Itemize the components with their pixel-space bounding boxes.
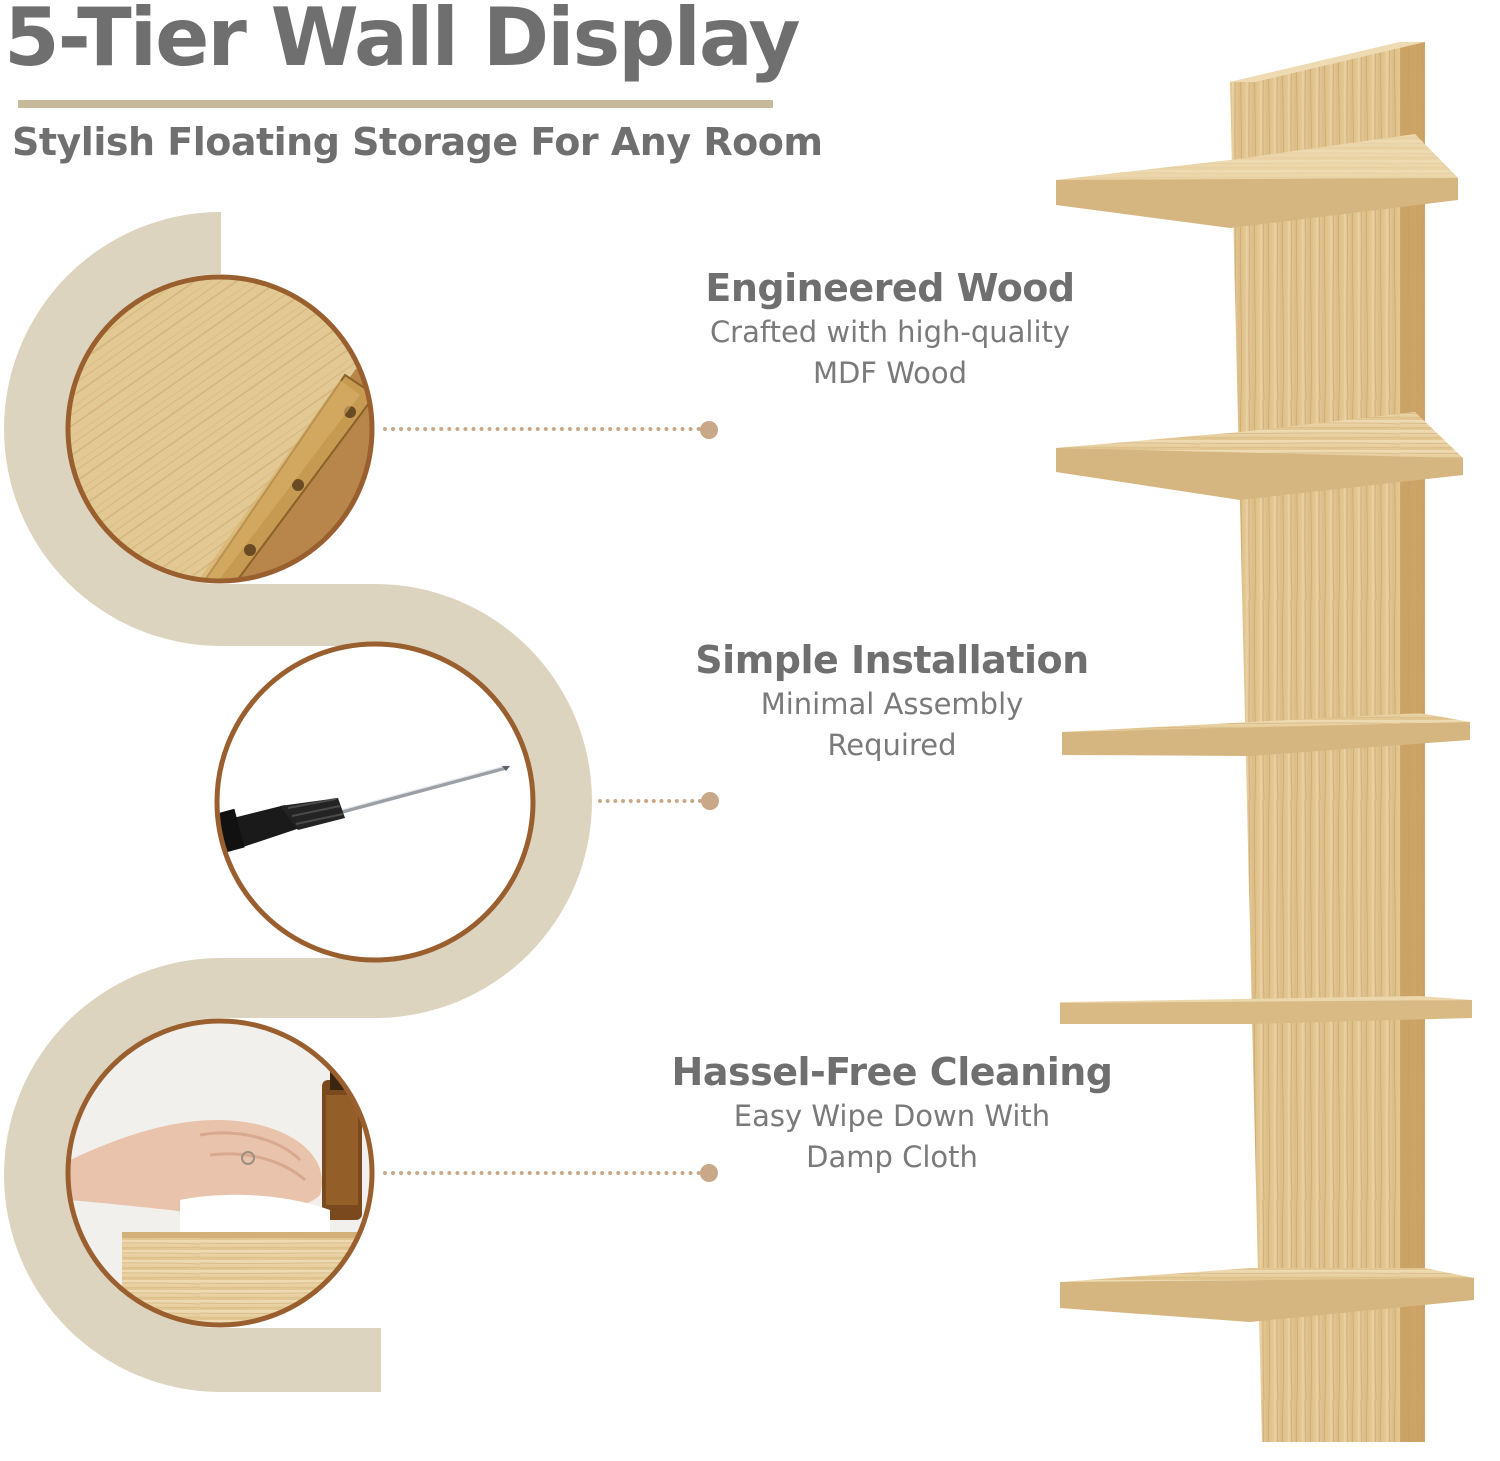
feature-simple-installation: Simple Installation Minimal Assembly Req… — [632, 636, 1152, 766]
leader-line-1 — [383, 427, 701, 431]
feature-heading: Engineered Wood — [705, 266, 1075, 310]
feature-description-line: Minimal Assembly — [760, 687, 1024, 721]
feature-description-line: Damp Cloth — [806, 1140, 978, 1174]
screwdriver-icon — [214, 641, 536, 963]
leader-dot-1 — [700, 421, 718, 439]
decorative-s-curve — [4, 212, 592, 1392]
leader-line-2 — [598, 799, 702, 803]
leader-line-3 — [383, 1171, 701, 1175]
hand-wiping-shelf-icon — [65, 1018, 375, 1328]
feature-engineered-wood: Engineered Wood Crafted with high-qualit… — [630, 264, 1150, 394]
page-title: 5-Tier Wall Display — [4, 0, 801, 84]
feature-description-line: Crafted with high-quality — [709, 315, 1071, 349]
wood-grain-closeup-icon — [65, 274, 375, 584]
feature-heading: Hassel-Free Cleaning — [671, 1050, 1113, 1094]
feature-description-line: Easy Wipe Down With — [733, 1099, 1051, 1133]
feature-description-line: MDF Wood — [812, 356, 968, 390]
wall-shelf-product-image — [1056, 42, 1474, 1442]
feature-hassle-free-cleaning: Hassel-Free Cleaning Easy Wipe Down With… — [632, 1048, 1152, 1178]
feature-heading: Simple Installation — [695, 638, 1089, 682]
feature-description-line: Required — [827, 728, 957, 762]
leader-dot-2 — [701, 792, 719, 810]
title-underline — [18, 100, 773, 108]
leader-dot-3 — [700, 1164, 718, 1182]
page-subtitle: Stylish Floating Storage For Any Room — [12, 120, 823, 164]
